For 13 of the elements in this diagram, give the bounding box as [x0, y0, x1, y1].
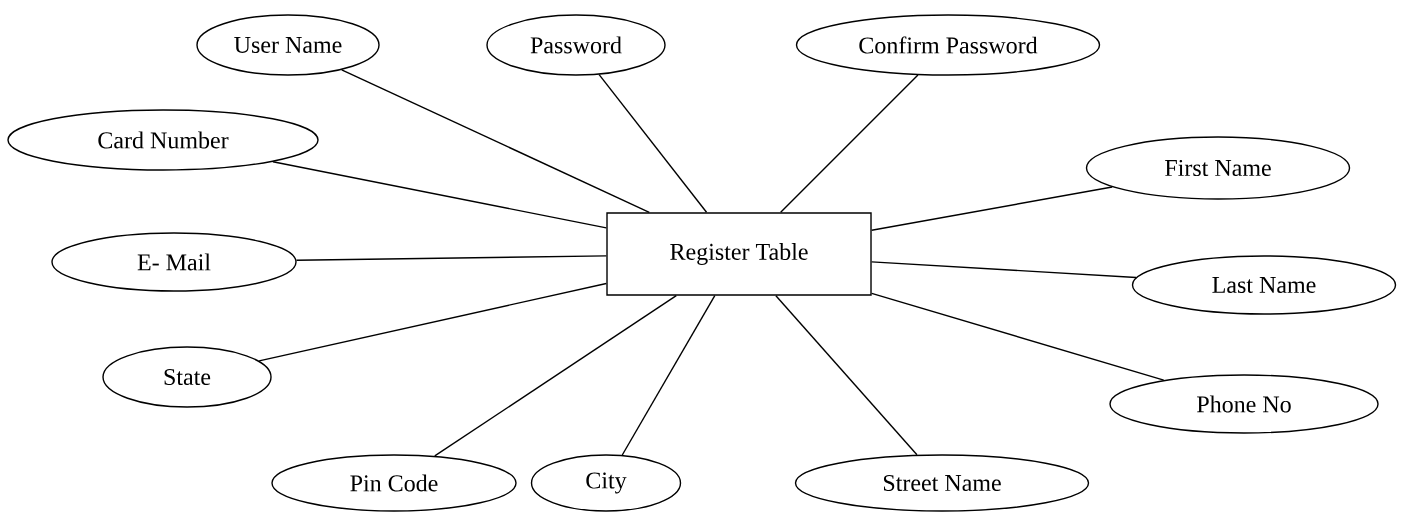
connector-line — [779, 74, 919, 213]
connector-line — [775, 295, 918, 456]
connector-line — [258, 282, 607, 362]
connector-line — [272, 161, 607, 229]
connector-line — [295, 255, 607, 261]
connector-line — [871, 292, 1165, 381]
connector-line — [871, 261, 1137, 279]
connector-line — [871, 186, 1113, 231]
entity-box: Register Table — [606, 212, 872, 296]
connector-line — [434, 295, 677, 457]
connector-line — [621, 295, 716, 456]
connector-line — [341, 69, 650, 213]
connector-line — [598, 73, 708, 213]
